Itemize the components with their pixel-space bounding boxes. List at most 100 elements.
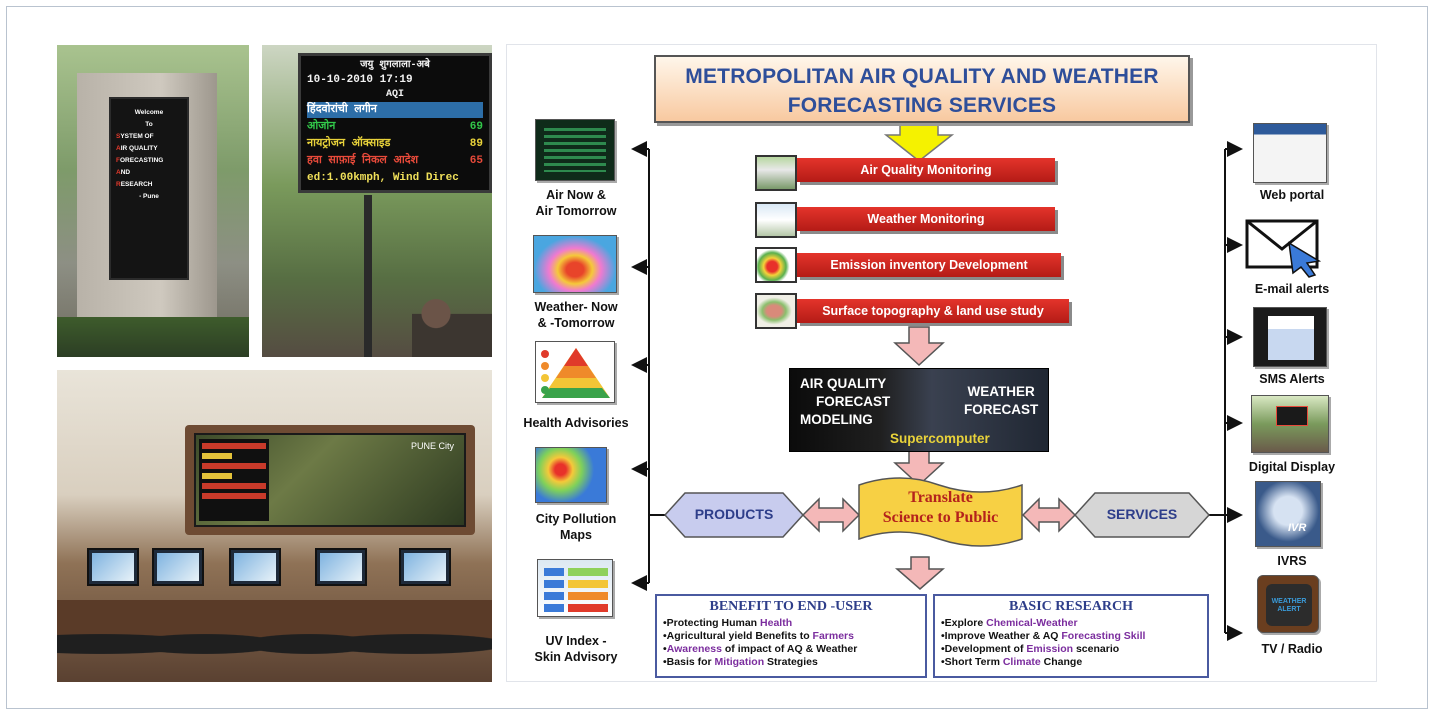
diagram-title-line-1: METROPOLITAN AIR QUALITY AND WEATHER: [685, 65, 1159, 88]
research-item: •Development of Emission scenario: [941, 643, 1120, 655]
workstation-monitor: [315, 548, 367, 586]
led-aqi: AQI: [385, 89, 404, 100]
products-label: PRODUCTS: [694, 506, 774, 522]
yellow-down-arrow: [883, 120, 955, 162]
control-room-display: PUNE City: [194, 433, 466, 527]
led-header: जयु शुगलाला-अबे: [360, 60, 430, 71]
roadside-sign-photo: जयु शुगलाला-अबे 10-10-2010 17:19 AQI हिं…: [262, 45, 492, 357]
input-air-quality-monitoring: Air Quality Monitoring: [797, 158, 1055, 182]
workstation-monitor: [87, 548, 139, 586]
service-digital-display: Digital Display: [1248, 460, 1336, 474]
board-line-welcome: Welcome: [134, 109, 164, 116]
workstation-monitor: [229, 548, 281, 586]
service-tv-radio: TV / Radio: [1261, 642, 1323, 656]
city-pollution-map-icon: [535, 447, 607, 503]
forecast-modeling-box: AIR QUALITY FORECAST MODELING WEATHER FO…: [789, 368, 1049, 452]
double-arrow-products: [801, 497, 861, 533]
sms-phone-icon: [1253, 307, 1327, 367]
air-now-screen-icon: [535, 119, 615, 181]
health-pyramid-icon: [535, 341, 615, 403]
pink-down-arrow-3: [894, 556, 946, 590]
model-aq-label: AIR QUALITY FORECAST MODELING: [800, 376, 891, 427]
product-weather-now: Weather- Now& -Tomorrow: [534, 300, 618, 330]
uv-index-chart-icon: [537, 559, 613, 617]
workstation-monitor: [399, 548, 451, 586]
service-web-portal: Web portal: [1259, 188, 1325, 202]
diagram-title: METROPOLITAN AIR QUALITY AND WEATHER FOR…: [654, 55, 1190, 123]
model-weather-label: WEATHER FORECAST: [964, 384, 1039, 417]
uv-table-graphic: [544, 568, 608, 612]
product-air-now: Air Now &Air Tomorrow: [535, 188, 617, 218]
translate-line-2: Science to Public: [882, 509, 999, 526]
led-banner: हिंदवोरांची लगीन: [307, 102, 483, 118]
workstation-monitor: [152, 548, 204, 586]
translate-science-node: Translate Science to Public: [859, 478, 1022, 550]
ivrs-badge: IVR: [1288, 522, 1307, 534]
envelope-graphic: [1245, 219, 1322, 278]
input-weather-monitoring: Weather Monitoring: [797, 207, 1055, 231]
benefit-item: •Basis for Mitigation Strategies: [663, 656, 818, 668]
display-inset: [199, 439, 269, 521]
sign-pole: [364, 195, 372, 357]
weather-monitoring-thumbnail: [755, 202, 797, 238]
board-ground: [57, 317, 249, 357]
services-label: SERVICES: [1106, 506, 1178, 522]
board-led-screen: Welcome To SYSTEM OF AIR QUALITY FORECAS…: [109, 97, 189, 280]
digital-display-icon: [1251, 395, 1329, 453]
board-row: AIR QUALITY: [116, 145, 158, 152]
benefit-item: •Awareness of impact of AQ & Weather: [663, 643, 858, 655]
chairs: [57, 606, 492, 682]
service-sms-alerts: SMS Alerts: [1259, 372, 1325, 386]
product-health-advisories: Health Advisories: [523, 416, 629, 430]
input-emission-inventory: Emission inventory Development: [797, 253, 1061, 277]
research-item: •Explore Chemical-Weather: [941, 617, 1078, 629]
products-hexagon: [663, 492, 805, 538]
pedestrians: [412, 295, 492, 357]
control-room-photo: PUNE City: [57, 370, 492, 682]
research-title: BASIC RESEARCH: [1008, 599, 1134, 614]
research-item: •Short Term Climate Change: [941, 656, 1083, 668]
emission-inventory-thumbnail: [755, 247, 797, 283]
pyramid-graphic: [541, 348, 610, 398]
benefit-item: •Protecting Human Health: [663, 617, 793, 629]
board-row: RESEARCH: [116, 181, 153, 188]
welcome-board-photo: Welcome To SYSTEM OF AIR QUALITY FORECAS…: [57, 45, 249, 357]
research-item: •Improve Weather & AQ Forecasting Skill: [941, 630, 1146, 642]
board-row: AND: [116, 169, 131, 176]
air-quality-monitoring-thumbnail: [755, 155, 797, 191]
board-row: SYSTEM OF: [116, 133, 154, 140]
weather-map-icon: [533, 235, 617, 293]
board-line-to: To: [145, 121, 153, 128]
input-surface-topography: Surface topography & land use study: [797, 299, 1069, 323]
benefit-to-end-user-box: BENEFIT TO END -USER •Protecting Human H…: [655, 594, 927, 678]
surface-topography-thumbnail: [755, 293, 797, 329]
service-ivrs: IVRS: [1277, 554, 1307, 568]
services-hexagon: [1073, 492, 1211, 538]
translate-banner: [858, 477, 1023, 547]
display-city-label: PUNE City: [410, 441, 454, 451]
board-city: - Pune: [139, 193, 159, 200]
service-email-alerts: E-mail alerts: [1254, 282, 1330, 296]
diagram-title-line-2: FORECASTING SERVICES: [787, 94, 1057, 117]
roadside-led-panel: जयु शुगलाला-अबे 10-10-2010 17:19 AQI हिं…: [298, 53, 492, 193]
pink-down-arrow-1: [893, 326, 945, 367]
diagram-connectors: [631, 120, 1243, 641]
supercomputer-label: Supercomputer: [890, 431, 990, 446]
product-uv-index: UV Index -Skin Advisory: [534, 634, 618, 664]
led-wind: ed:1.00kmph, Wind Direc: [307, 172, 459, 184]
led-datetime: 10-10-2010 17:19: [307, 74, 413, 86]
email-envelope-icon: [1243, 211, 1327, 279]
ivrs-headset-icon: IVR: [1255, 481, 1321, 547]
tv-radio-icon: WEATHER ALERT: [1257, 575, 1319, 633]
forecasting-services-diagram: METROPOLITAN AIR QUALITY AND WEATHER FOR…: [506, 44, 1377, 682]
translate-line-1: Translate: [908, 489, 973, 506]
benefit-title: BENEFIT TO END -USER: [709, 599, 873, 614]
basic-research-box: BASIC RESEARCH •Explore Chemical-Weather…: [933, 594, 1209, 678]
web-portal-icon: [1253, 123, 1327, 183]
double-arrow-services: [1021, 497, 1077, 533]
tv-badge: WEATHER ALERT: [1271, 598, 1307, 613]
